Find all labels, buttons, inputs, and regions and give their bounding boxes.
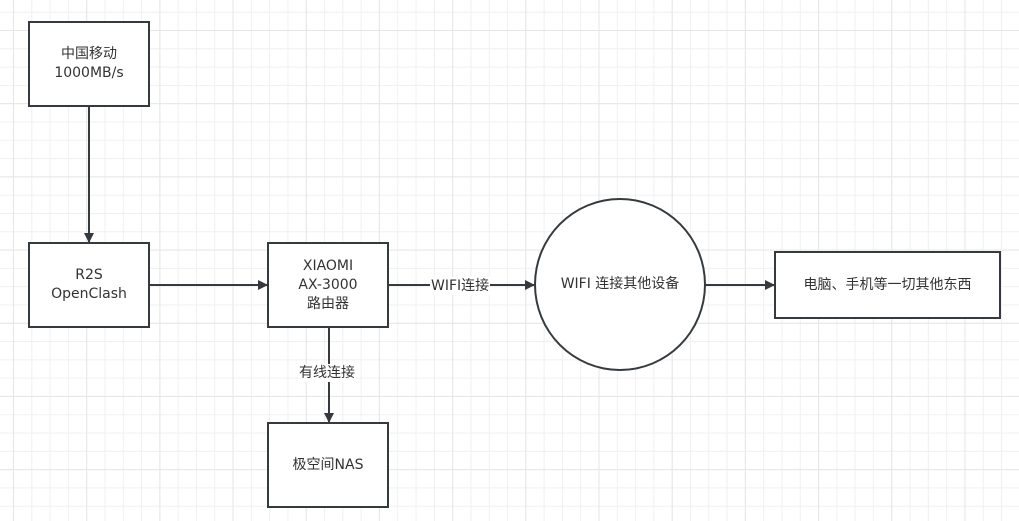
node-isp-line1: 中国移动	[60, 46, 117, 62]
node-router[interactable]: XIAOMI AX-3000 路由器	[267, 242, 389, 328]
node-router-line1: XIAOMI	[302, 257, 354, 274]
node-nas-label: 极空间NAS	[292, 456, 364, 473]
edge-label-wifi: WIFI连接	[430, 277, 491, 295]
node-devices-label: 电脑、手机等一切其他东西	[803, 276, 972, 293]
node-router-line3: 路由器	[307, 295, 349, 312]
node-nas[interactable]: 极空间NAS	[267, 422, 389, 508]
node-isp-line2: 1000MB/s	[54, 65, 124, 81]
node-r2s-line2: OpenClash	[51, 286, 127, 302]
edge-label-wired: 有线连接	[298, 364, 356, 382]
node-wifi-hub-label: WIFI 连接其他设备	[560, 276, 680, 292]
node-r2s[interactable]: R2S OpenClash	[28, 242, 150, 328]
node-isp[interactable]: 中国移动 1000MB/s	[28, 21, 150, 107]
node-devices[interactable]: 电脑、手机等一切其他东西	[774, 251, 1001, 319]
node-r2s-line1: R2S	[75, 267, 103, 283]
node-router-line2: AX-3000	[298, 276, 358, 293]
node-wifi-hub[interactable]: WIFI 连接其他设备	[534, 198, 706, 371]
